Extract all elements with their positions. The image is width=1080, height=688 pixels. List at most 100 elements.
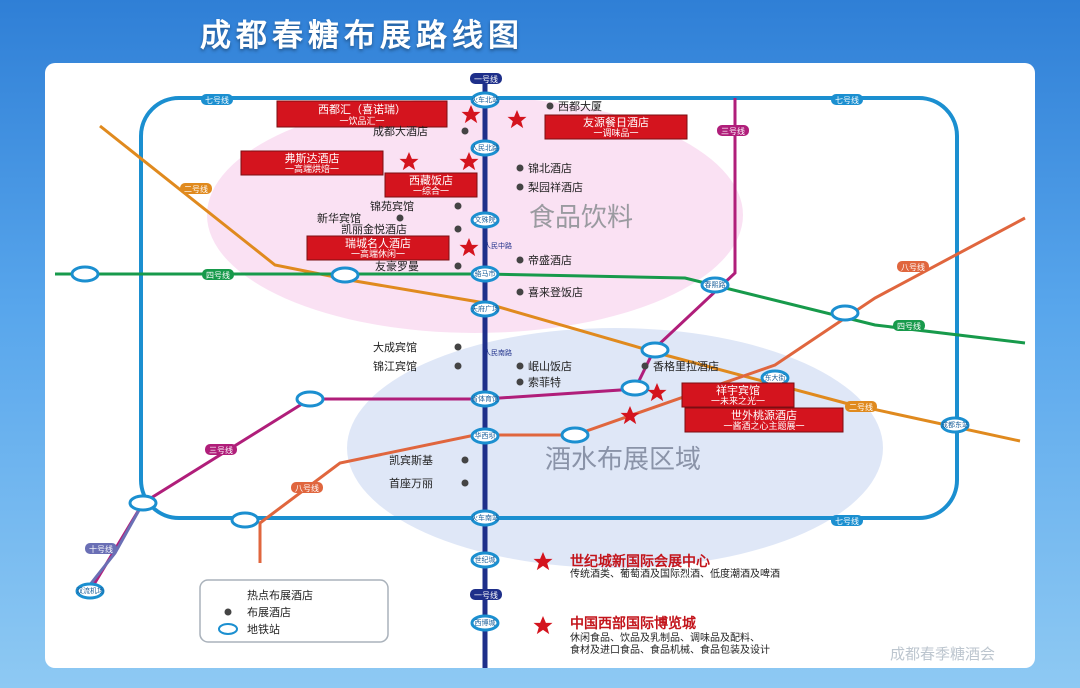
hotel-xizang-theme: 一综合一 bbox=[413, 185, 449, 197]
legend-venue-dot bbox=[224, 608, 232, 616]
renmin-south-label: 人民南路 bbox=[484, 348, 512, 357]
station-label-wenshu: 文殊院 bbox=[475, 215, 496, 224]
venue-shangri-la: 香格里拉酒店 bbox=[653, 359, 719, 373]
station-shuangqiao bbox=[830, 304, 860, 322]
hotel-xidu-name: 西都汇（喜诺瑞） bbox=[318, 102, 406, 116]
venue-dacheng: 大成宾馆 bbox=[373, 340, 417, 354]
exhibition-western-desc1: 休闲食品、饮品及乳制品、调味品及配料、 bbox=[570, 631, 760, 644]
hot-hotels: 西都汇（喜诺瑞） 一饮品汇一 友源餐日酒店 一调味品一 弗斯达酒店 一高端烘焙一… bbox=[240, 100, 844, 433]
watermark: 成都春季糖酒会 bbox=[889, 645, 995, 663]
station-taipingyuan bbox=[128, 494, 158, 512]
station-niuwangmiao bbox=[640, 341, 670, 359]
station-label-north: 火车北站 bbox=[471, 95, 499, 104]
line-2-label-left: 二号线 bbox=[184, 184, 208, 194]
station-huaxiba bbox=[470, 427, 500, 445]
station-airport bbox=[75, 582, 105, 600]
hotel-xidu-theme: 一饮品汇一 bbox=[339, 115, 384, 127]
line-3-label-bottom: 三号线 bbox=[209, 445, 233, 455]
station-label-expo: 西博城 bbox=[475, 618, 496, 627]
venue-xilaideng: 喜来登饭店 bbox=[528, 285, 583, 299]
legend-hot-label: 热点布展酒店 bbox=[247, 588, 313, 602]
venues: 西都大厦 成都大酒店 锦北酒店 梨园祥酒店 锦苑宾馆 新华宾馆 凯丽金悦酒店 友… bbox=[317, 99, 719, 490]
venue-suofeite: 索菲特 bbox=[528, 375, 561, 389]
venue-kaili: 凯丽金悦酒店 bbox=[341, 222, 407, 236]
wine-zone-label: 酒水布展区域 bbox=[545, 445, 701, 475]
station-wenshufang bbox=[470, 211, 500, 229]
station-8-mid bbox=[560, 426, 590, 444]
venue-disheng: 帝盛酒店 bbox=[528, 253, 572, 267]
line-4-label-left: 四号线 bbox=[206, 270, 230, 280]
page-title: 成都春糖布展路线图 bbox=[200, 18, 524, 54]
legend-venue-label: 布展酒店 bbox=[247, 605, 291, 619]
hotel-xiangyu-theme: 一未来之光一 bbox=[711, 395, 765, 407]
station-western-expo bbox=[470, 614, 500, 632]
line-7-loop bbox=[139, 96, 959, 520]
line-7-label-tl: 七号线 bbox=[205, 95, 229, 105]
station-southern bbox=[470, 509, 500, 527]
station-label-gym: 省体育馆 bbox=[471, 394, 499, 403]
station-tianfu bbox=[470, 300, 500, 318]
station-label-chenghua: 成都东站 bbox=[941, 420, 969, 429]
star-icon bbox=[533, 616, 553, 635]
station-label-dongdajie: 东大街 bbox=[765, 373, 786, 382]
venue-kaibinsiji: 凯宾斯基 bbox=[389, 453, 433, 467]
exhibition-century-desc: 传统酒类、葡萄酒及国际烈酒、低度潮酒及啤酒 bbox=[570, 567, 780, 580]
venue-liyuanxiang: 梨园祥酒店 bbox=[528, 180, 583, 194]
venue-xidudasha: 西都大厦 bbox=[558, 99, 602, 113]
station-label-luomashi: 骆马市 bbox=[475, 269, 496, 278]
venue-jinyuan: 锦苑宾馆 bbox=[370, 199, 414, 213]
line-1-label-top: 一号线 bbox=[474, 74, 498, 84]
line-8-label-top: 八号线 bbox=[901, 262, 925, 272]
station-north bbox=[470, 91, 500, 109]
venue-shouzuo: 首座万丽 bbox=[389, 476, 433, 490]
line-7-label-br: 七号线 bbox=[835, 516, 859, 526]
station-chenghua bbox=[940, 416, 970, 434]
food-zone-label: 食品饮料 bbox=[529, 203, 633, 233]
exhibition-western-desc2: 食材及进口食品、食品机械、食品包装及设计 bbox=[570, 643, 770, 656]
hotel-shiwai-name: 世外桃源酒店 bbox=[731, 408, 797, 422]
venue-youhao: 友豪罗曼 bbox=[375, 259, 419, 273]
hotel-youyuan-theme: 一调味品一 bbox=[593, 127, 638, 139]
station-3-mid bbox=[620, 379, 650, 397]
hotel-xizang-name: 西藏饭店 bbox=[409, 173, 453, 187]
line-3-label-top: 三号线 bbox=[721, 126, 745, 136]
stations bbox=[70, 91, 970, 632]
exhibition-western-name: 中国西部国际博览城 bbox=[570, 615, 696, 632]
line-2-label-right: 二号线 bbox=[849, 402, 873, 412]
station-label-huaxiba: 华西坝 bbox=[475, 431, 496, 440]
venue-minshan: 岷山饭店 bbox=[528, 359, 572, 373]
station-provincial-gym bbox=[470, 390, 500, 408]
station-renmin-north bbox=[470, 139, 500, 157]
hotel-ruicheng-theme: 一高端休闲一 bbox=[351, 248, 405, 260]
renmin-middle-label: 人民中路 bbox=[484, 241, 512, 250]
line-labels: 一号线 一号线 二号线 二号线 三号线 三号线 四号线 四号线 七号线 七号线 … bbox=[85, 73, 929, 600]
station-label-southern: 火车南站 bbox=[471, 513, 499, 522]
hotel-xiangyu-name: 祥宇宾馆 bbox=[716, 383, 760, 397]
venue-jinbei: 锦北酒店 bbox=[528, 161, 572, 175]
station-label-tianfu: 天府广场 bbox=[471, 304, 499, 313]
map-card: 食品饮料 酒水布展区域 一号线 一号线 二号线 二号线 三号线 三号线 四号线 … bbox=[45, 63, 1035, 668]
venue-xinhua: 新华宾馆 bbox=[317, 211, 361, 225]
exhibitions: 世纪城新国际会展中心 传统酒类、葡萄酒及国际烈酒、低度潮酒及啤酒 中国西部国际博… bbox=[570, 553, 780, 656]
station-jinjiang-4 bbox=[330, 266, 360, 284]
station-label-century: 世纪城 bbox=[475, 555, 496, 564]
venue-chengdu-hotel: 成都大酒店 bbox=[373, 124, 428, 138]
station-3-west bbox=[295, 390, 325, 408]
station-century-city bbox=[470, 551, 500, 569]
legend-metro-icon bbox=[218, 623, 238, 635]
line-4-label-right: 四号线 bbox=[897, 321, 921, 331]
line-1-label-bottom: 一号线 bbox=[474, 590, 498, 600]
station-label-airport: 双流机场 bbox=[76, 586, 104, 595]
hotel-shiwai-theme: 一酱酒之心主题展一 bbox=[723, 420, 804, 432]
station-chunxi bbox=[700, 276, 730, 294]
line-10-label: 十号线 bbox=[89, 544, 113, 554]
legend-metro-label: 地铁站 bbox=[247, 622, 280, 636]
hotel-ruicheng-name: 瑞城名人酒店 bbox=[345, 236, 411, 250]
legend: 热点布展酒店 布展酒店 地铁站 bbox=[199, 579, 389, 643]
metro-map: 食品饮料 酒水布展区域 一号线 一号线 二号线 二号线 三号线 三号线 四号线 … bbox=[55, 73, 1026, 668]
line-8-label-bottom: 八号线 bbox=[295, 483, 319, 493]
hotel-fusida-name: 弗斯达酒店 bbox=[285, 151, 340, 165]
line-8 bbox=[258, 216, 1026, 563]
venue-jinjiang: 锦江宾馆 bbox=[373, 359, 417, 373]
station-gaopeng bbox=[230, 511, 260, 529]
